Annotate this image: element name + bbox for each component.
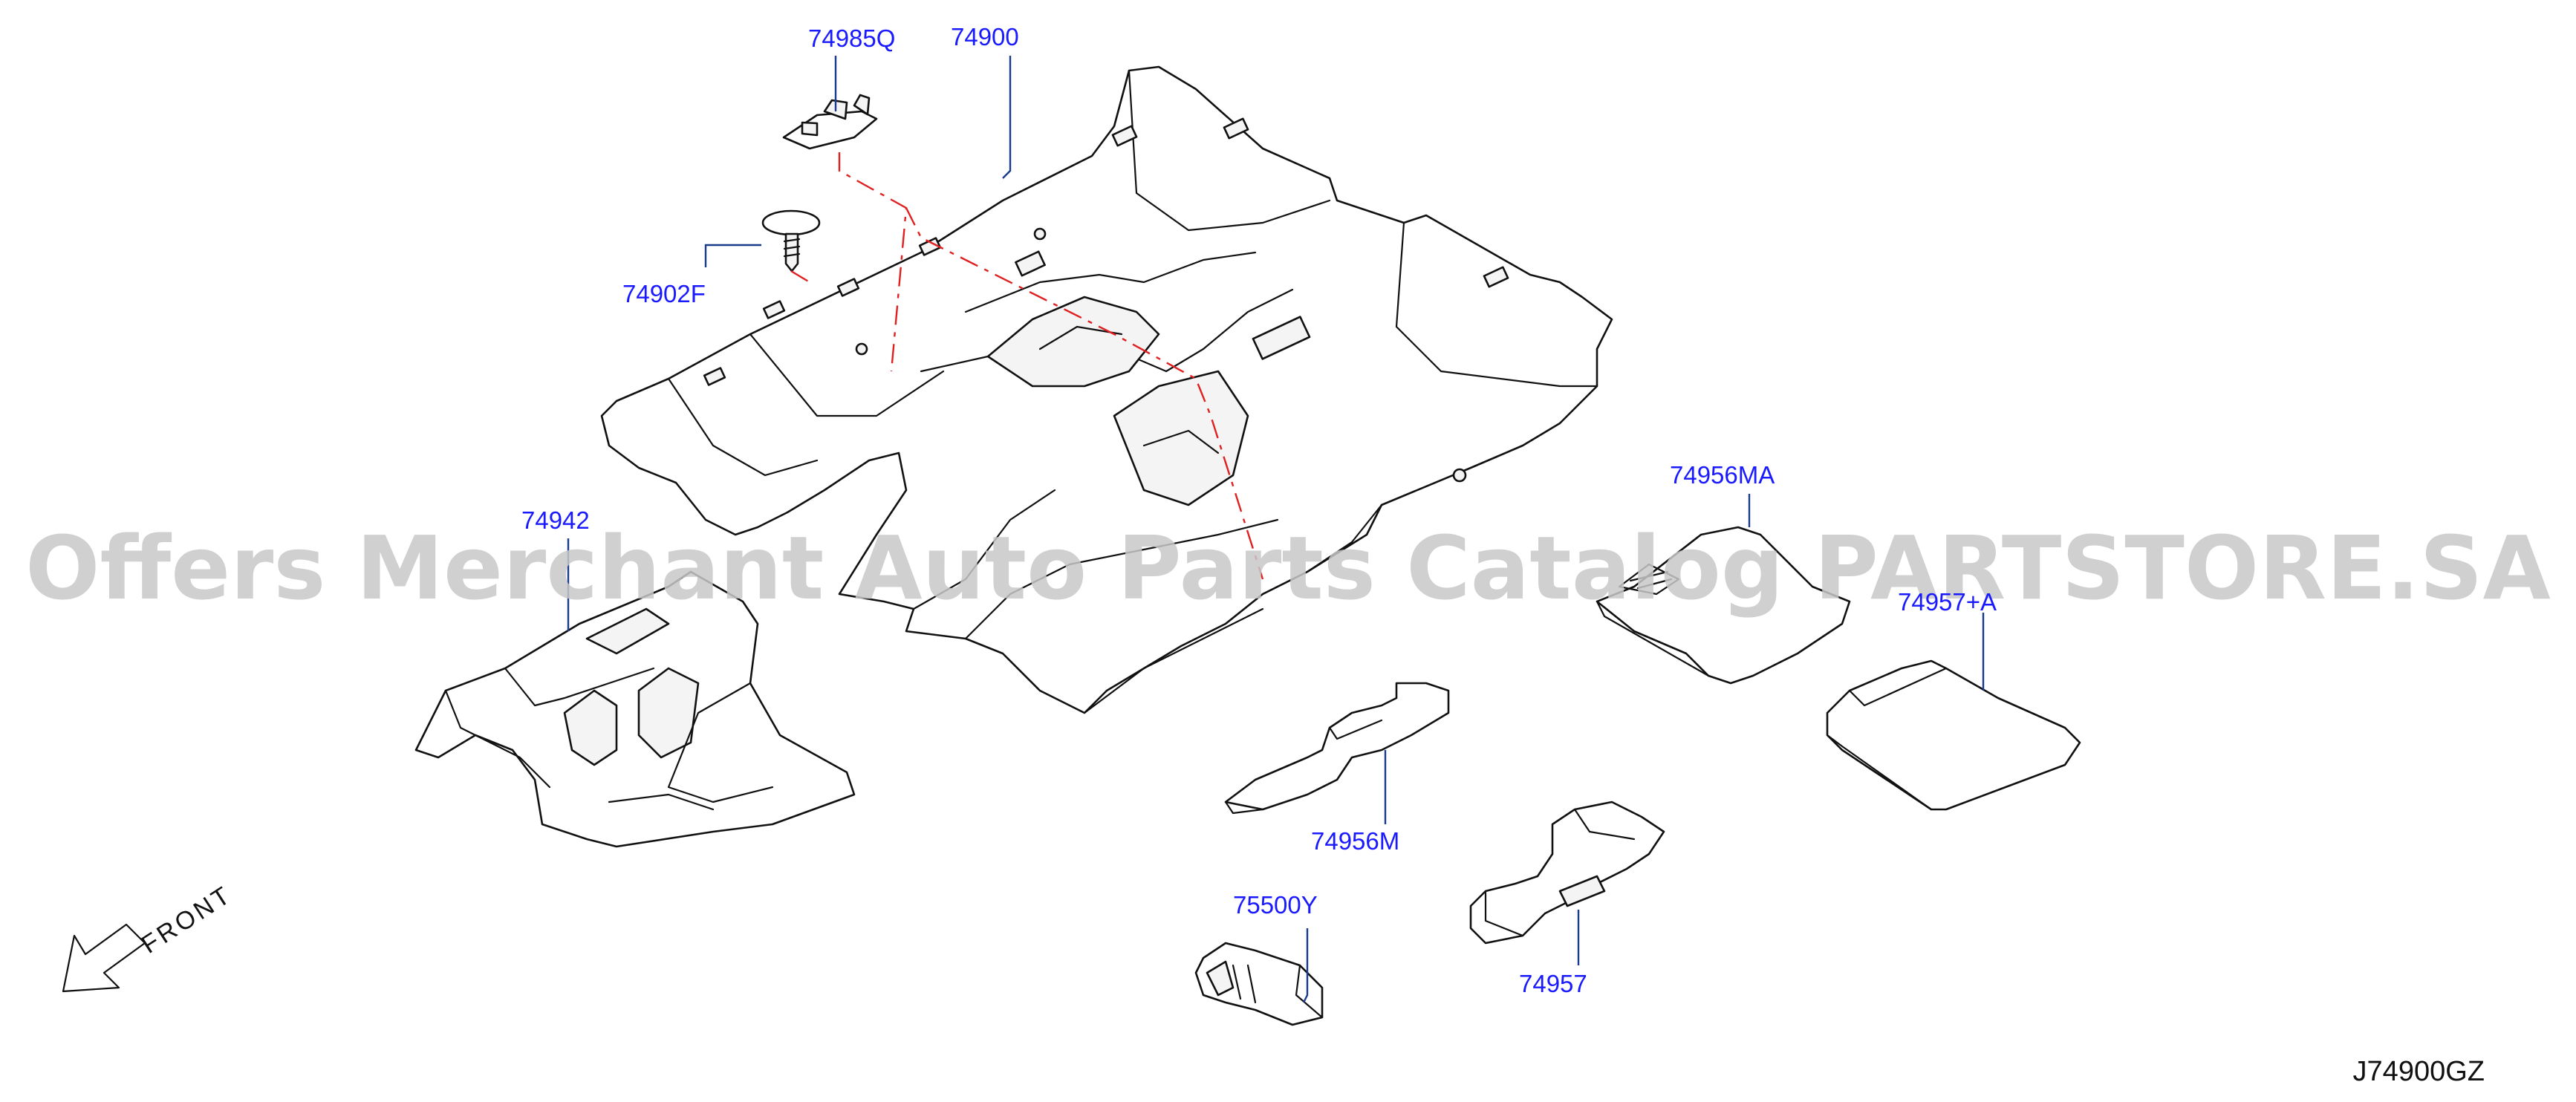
label-74902f[interactable]: 74902F [622, 280, 706, 307]
screw-74902f[interactable] [761, 209, 821, 273]
watermark-text: Offers Merchant Auto Parts Catalog PARTS… [25, 517, 2551, 619]
mat-74957a[interactable] [1826, 659, 2081, 811]
front-direction-indicator: FRONT [62, 880, 238, 993]
leader-lines [567, 56, 1985, 1003]
label-74956m[interactable]: 74956M [1311, 827, 1399, 855]
label-75500y[interactable]: 75500Y [1233, 891, 1318, 919]
label-74985q[interactable]: 74985Q [808, 25, 895, 52]
floor-carpet-74900[interactable] [600, 65, 1613, 714]
insulator-74942[interactable] [414, 570, 856, 848]
mat-74957[interactable] [1469, 801, 1665, 945]
label-74957a[interactable]: 74957+A [1898, 588, 1997, 616]
mat-74956ma[interactable] [1596, 526, 1851, 685]
hidden-line-projections [790, 152, 1264, 580]
diagram-code: J74900GZ [2353, 1056, 2485, 1087]
mat-74956m[interactable] [1224, 682, 1450, 815]
label-74957[interactable]: 74957 [1519, 970, 1587, 997]
front-arrow-icon [62, 923, 146, 993]
front-label: FRONT [137, 880, 238, 959]
bracket-75500y[interactable] [1194, 942, 1324, 1026]
label-74956ma[interactable]: 74956MA [1670, 461, 1775, 489]
label-74942[interactable]: 74942 [521, 506, 590, 534]
label-74900[interactable]: 74900 [951, 23, 1019, 50]
clip-74985q[interactable] [782, 94, 878, 150]
